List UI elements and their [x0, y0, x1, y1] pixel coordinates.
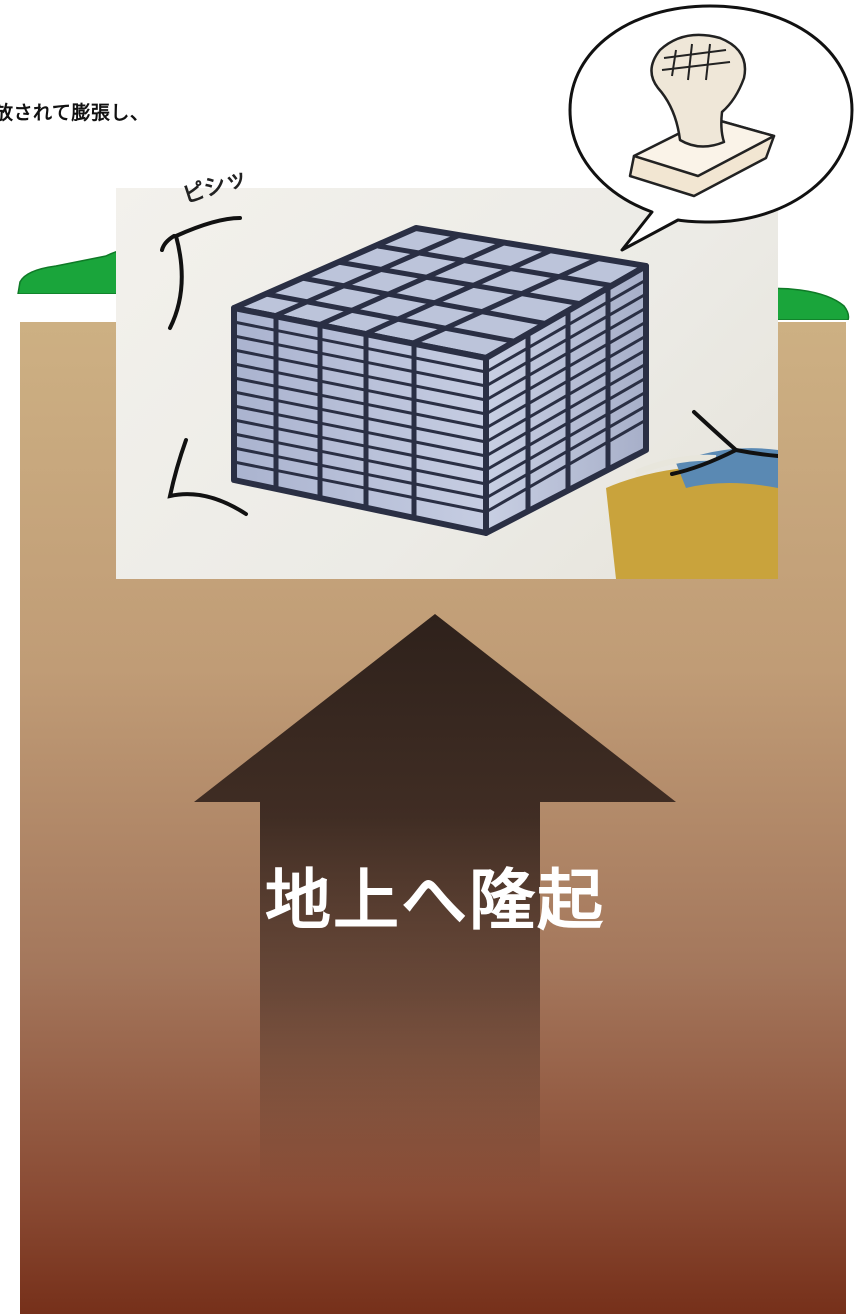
block-column-lines-left [273, 316, 417, 518]
impact-burst-icon [160, 216, 778, 516]
arrow-label: 地上へ隆起 [265, 862, 605, 939]
arrow-shape [194, 614, 676, 1194]
block-top-grid [265, 232, 615, 351]
speech-bubble-icon [568, 4, 854, 252]
expanding-block-photo [116, 188, 778, 579]
block-illustration [160, 216, 778, 579]
stamp-icon [628, 33, 776, 198]
block-column-lines-right [525, 288, 611, 511]
uplift-arrow [194, 614, 676, 1194]
top-caption: 放されて膨張し、 [0, 102, 150, 124]
